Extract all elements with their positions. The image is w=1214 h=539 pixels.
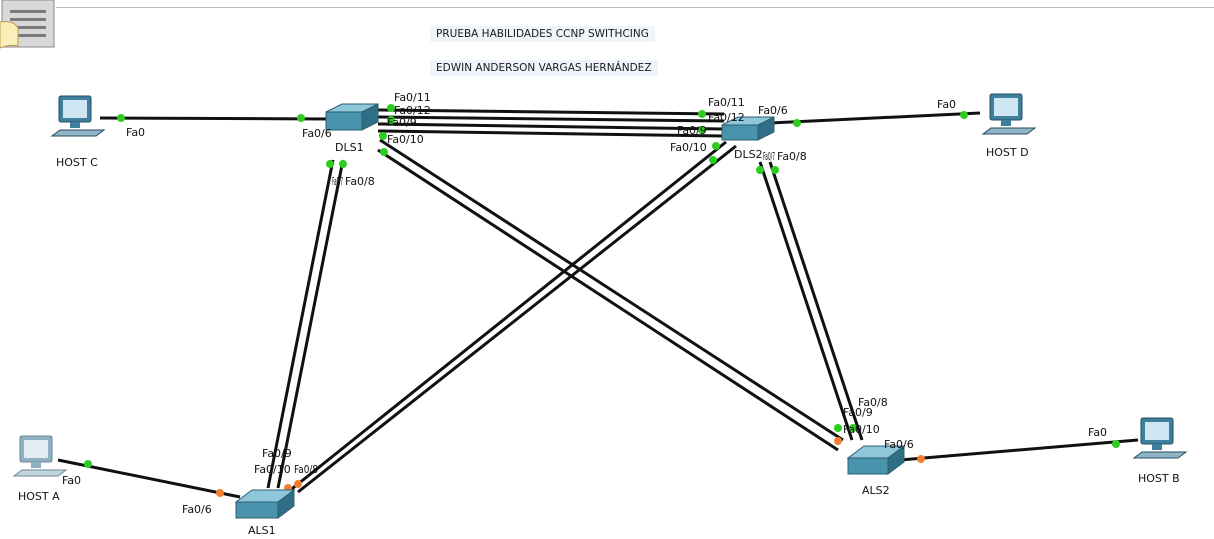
link-dls1-dls2-fa010[interactable]: [377, 129, 725, 138]
port-label: Fa0/10: [387, 133, 424, 146]
port-up-dot: [379, 132, 387, 140]
port-labels: Fa0 Fa0/6 Fa0/11 Fa0/12 Fa0/9 Fa0/10 Fa0…: [62, 91, 1107, 516]
switch-icon: [846, 445, 906, 475]
device-label-als1: ALS1: [248, 524, 276, 537]
port-label: Fa0/7: [332, 175, 343, 188]
pc-icon: [12, 435, 68, 477]
link-dls2-als1-fa09[interactable]: [287, 140, 727, 494]
device-label-dls2: DLS2: [734, 148, 763, 161]
link-dls1-dls2-fa09[interactable]: [377, 122, 725, 131]
port-label: Fa0/6: [302, 127, 332, 140]
port-up-dot: [84, 460, 92, 468]
port-label: Fa0/12: [394, 104, 431, 117]
port-blocked-dot: [834, 437, 842, 445]
port-label: Fa0: [126, 126, 145, 139]
switch-icon: [234, 489, 296, 519]
link-als2-hostb[interactable]: [899, 438, 1139, 462]
device-label-als2: ALS2: [862, 484, 890, 497]
port-label: Fa0/9: [262, 447, 292, 460]
link-dls2-hostd[interactable]: [769, 111, 981, 125]
port-up-dot: [339, 160, 347, 168]
link-dls2-als1-fa010[interactable]: [297, 144, 737, 494]
port-label: Fa0/8: [858, 396, 888, 409]
port-label: Fa0/11: [708, 96, 745, 109]
workspace-top-border: [56, 7, 1214, 8]
port-label: Fa0/6: [758, 104, 788, 117]
title-note-line1[interactable]: PRUEBA HABILIDADES CCNP SWITHCING: [430, 26, 655, 42]
als1-switch[interactable]: ALS1: [234, 489, 296, 537]
port-up-dot: [849, 424, 857, 432]
link-hostc-dls1[interactable]: [99, 116, 331, 121]
port-label: Fa0: [62, 474, 81, 487]
port-up-dot: [297, 114, 305, 122]
port-blocked-dot: [917, 455, 925, 463]
port-label: Fa0: [937, 98, 956, 111]
port-label: Fa0/9: [677, 124, 707, 137]
switch-icon: [721, 116, 775, 141]
port-label: Fa0/10: [843, 423, 880, 436]
device-label-host-a: HOST A: [18, 490, 60, 503]
link-dls1-als1-fa07[interactable]: [266, 159, 335, 489]
port-up-dot: [387, 116, 395, 124]
pc-icon: [50, 95, 106, 137]
link-dls2-als2-fa08[interactable]: [768, 161, 864, 441]
port-up-dot: [709, 156, 717, 164]
port-label: Fa0/11: [394, 91, 431, 104]
switch-icon: [325, 103, 379, 131]
port-label: Fa0: [1088, 426, 1107, 439]
device-label-host-b: HOST B: [1138, 472, 1180, 485]
port-label: Fa0/12: [708, 111, 745, 124]
device-label-host-d: HOST D: [986, 146, 1029, 159]
link-dls1-als2-fa09[interactable]: [379, 138, 844, 442]
port-label: Fa0/10: [670, 141, 707, 154]
als2-switch[interactable]: ALS2: [846, 445, 906, 497]
port-status: [84, 104, 1120, 497]
port-label: Fa0/8: [345, 175, 375, 188]
port-label: Fa0/8: [777, 150, 807, 163]
port-up-dot: [756, 166, 764, 174]
note-tool-icon[interactable]: [0, 0, 56, 50]
host-c-pc[interactable]: HOST C: [50, 95, 106, 169]
device-label-dls1: DLS1: [335, 141, 364, 154]
port-up-dot: [698, 110, 706, 118]
port-label: Fa0/7: [763, 150, 775, 163]
port-blocked-dot: [216, 489, 224, 497]
device-label-host-c: HOST C: [56, 156, 98, 169]
port-label: Fa0/6: [884, 438, 914, 451]
port-up-dot: [698, 126, 706, 134]
port-label: Fa0/9: [843, 406, 873, 419]
port-up-dot: [771, 166, 779, 174]
dls1-switch[interactable]: DLS1: [325, 103, 379, 154]
pc-icon: [981, 93, 1037, 135]
port-up-dot: [387, 104, 395, 112]
port-up-dot: [712, 142, 720, 150]
port-up-dot: [1112, 440, 1120, 448]
port-up-dot: [380, 148, 388, 156]
port-up-dot: [960, 111, 968, 119]
port-up-dot: [326, 160, 334, 168]
link-dls1-dls2-fa012[interactable]: [377, 115, 725, 123]
link-dls1-als2-fa010[interactable]: [377, 148, 839, 452]
port-up-dot: [117, 114, 125, 122]
port-label: Fa0/9: [387, 116, 417, 129]
host-a-pc[interactable]: HOST A: [12, 435, 68, 503]
port-label: Fa0/8: [294, 463, 318, 476]
port-label: Fa0/6: [182, 503, 212, 516]
link-dls1-dls2-fa011[interactable]: [377, 108, 725, 116]
links: [57, 108, 1139, 499]
link-dls1-als1-fa08[interactable]: [276, 159, 345, 489]
host-b-pc[interactable]: HOST B: [1132, 417, 1188, 485]
title-note-line2[interactable]: EDWIN ANDERSON VARGAS HERNÁNDEZ: [430, 60, 658, 76]
port-label: Fa0/10: [254, 463, 291, 476]
link-dls2-als2-fa07[interactable]: [758, 161, 854, 441]
port-blocked-dot: [294, 480, 302, 488]
port-up-dot: [793, 119, 801, 127]
host-d-pc[interactable]: HOST D: [981, 93, 1037, 159]
port-up-dot: [834, 424, 842, 432]
pc-icon: [1132, 417, 1188, 459]
dls2-switch[interactable]: DLS2: [721, 116, 775, 161]
